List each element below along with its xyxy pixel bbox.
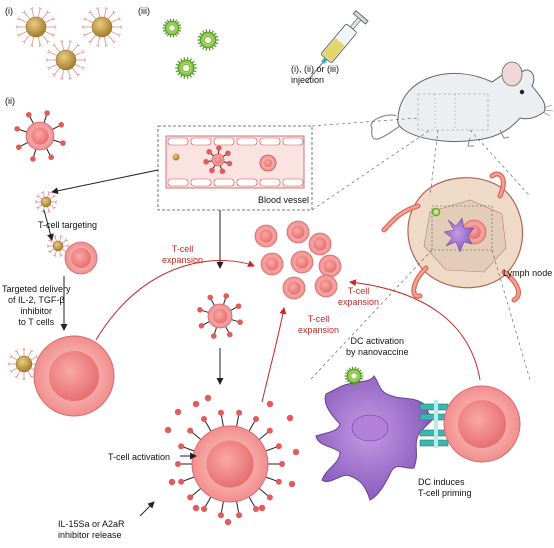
panel-label-i: (i) <box>5 6 13 16</box>
t-cell-targeting-label: T-cell targeting <box>38 220 98 230</box>
zoom-guides <box>309 117 531 381</box>
gold-particle-small <box>34 190 58 214</box>
il15-release-label: IL-15Sa or A2aR inhibitor release <box>58 519 125 540</box>
mouse-illustration <box>370 61 554 147</box>
dc-activation-label: DC activation by nanovaccine <box>346 336 409 357</box>
panel-label-ii: (ii) <box>5 96 15 106</box>
nanovaccine-particles <box>162 18 219 79</box>
lymph-node <box>381 171 523 303</box>
gold-nanoparticles <box>15 6 123 81</box>
gold-particle-delivery <box>7 347 41 381</box>
expanded-t-cells <box>254 220 342 300</box>
expansion-label-left: T-cell expansion <box>162 244 204 265</box>
priming-t-cell <box>443 385 521 463</box>
activated-t-cell <box>164 394 300 526</box>
large-t-cell <box>33 335 115 417</box>
t-cell-activation-label: T-cell activation <box>108 452 171 462</box>
injection-label: (i), (ii) or (iii) injection <box>291 64 339 85</box>
nanovaccine-on-dc <box>344 366 364 386</box>
t-cell-with-antibodies <box>14 110 66 162</box>
syringe-icon <box>306 10 369 83</box>
targeting-t-cell <box>64 241 98 275</box>
expansion-label-right: T-cell expansion <box>338 286 380 307</box>
lymph-node-label: Lymph node <box>503 268 553 278</box>
dendritic-cell <box>315 375 433 501</box>
blood-vessel-label: Blood vessel <box>258 195 310 205</box>
dc-priming-label: DC induces T-cell priming <box>418 477 472 498</box>
targeted-delivery-label: Targeted delivery of IL-2, TGF-β inhibit… <box>2 284 71 327</box>
circulating-t-cell <box>197 293 243 339</box>
panel-label-iii: (iii) <box>138 6 150 16</box>
blood-vessel <box>157 125 313 211</box>
gold-particle-bound <box>46 234 70 258</box>
expansion-label-middle: T-cell expansion <box>298 314 340 335</box>
